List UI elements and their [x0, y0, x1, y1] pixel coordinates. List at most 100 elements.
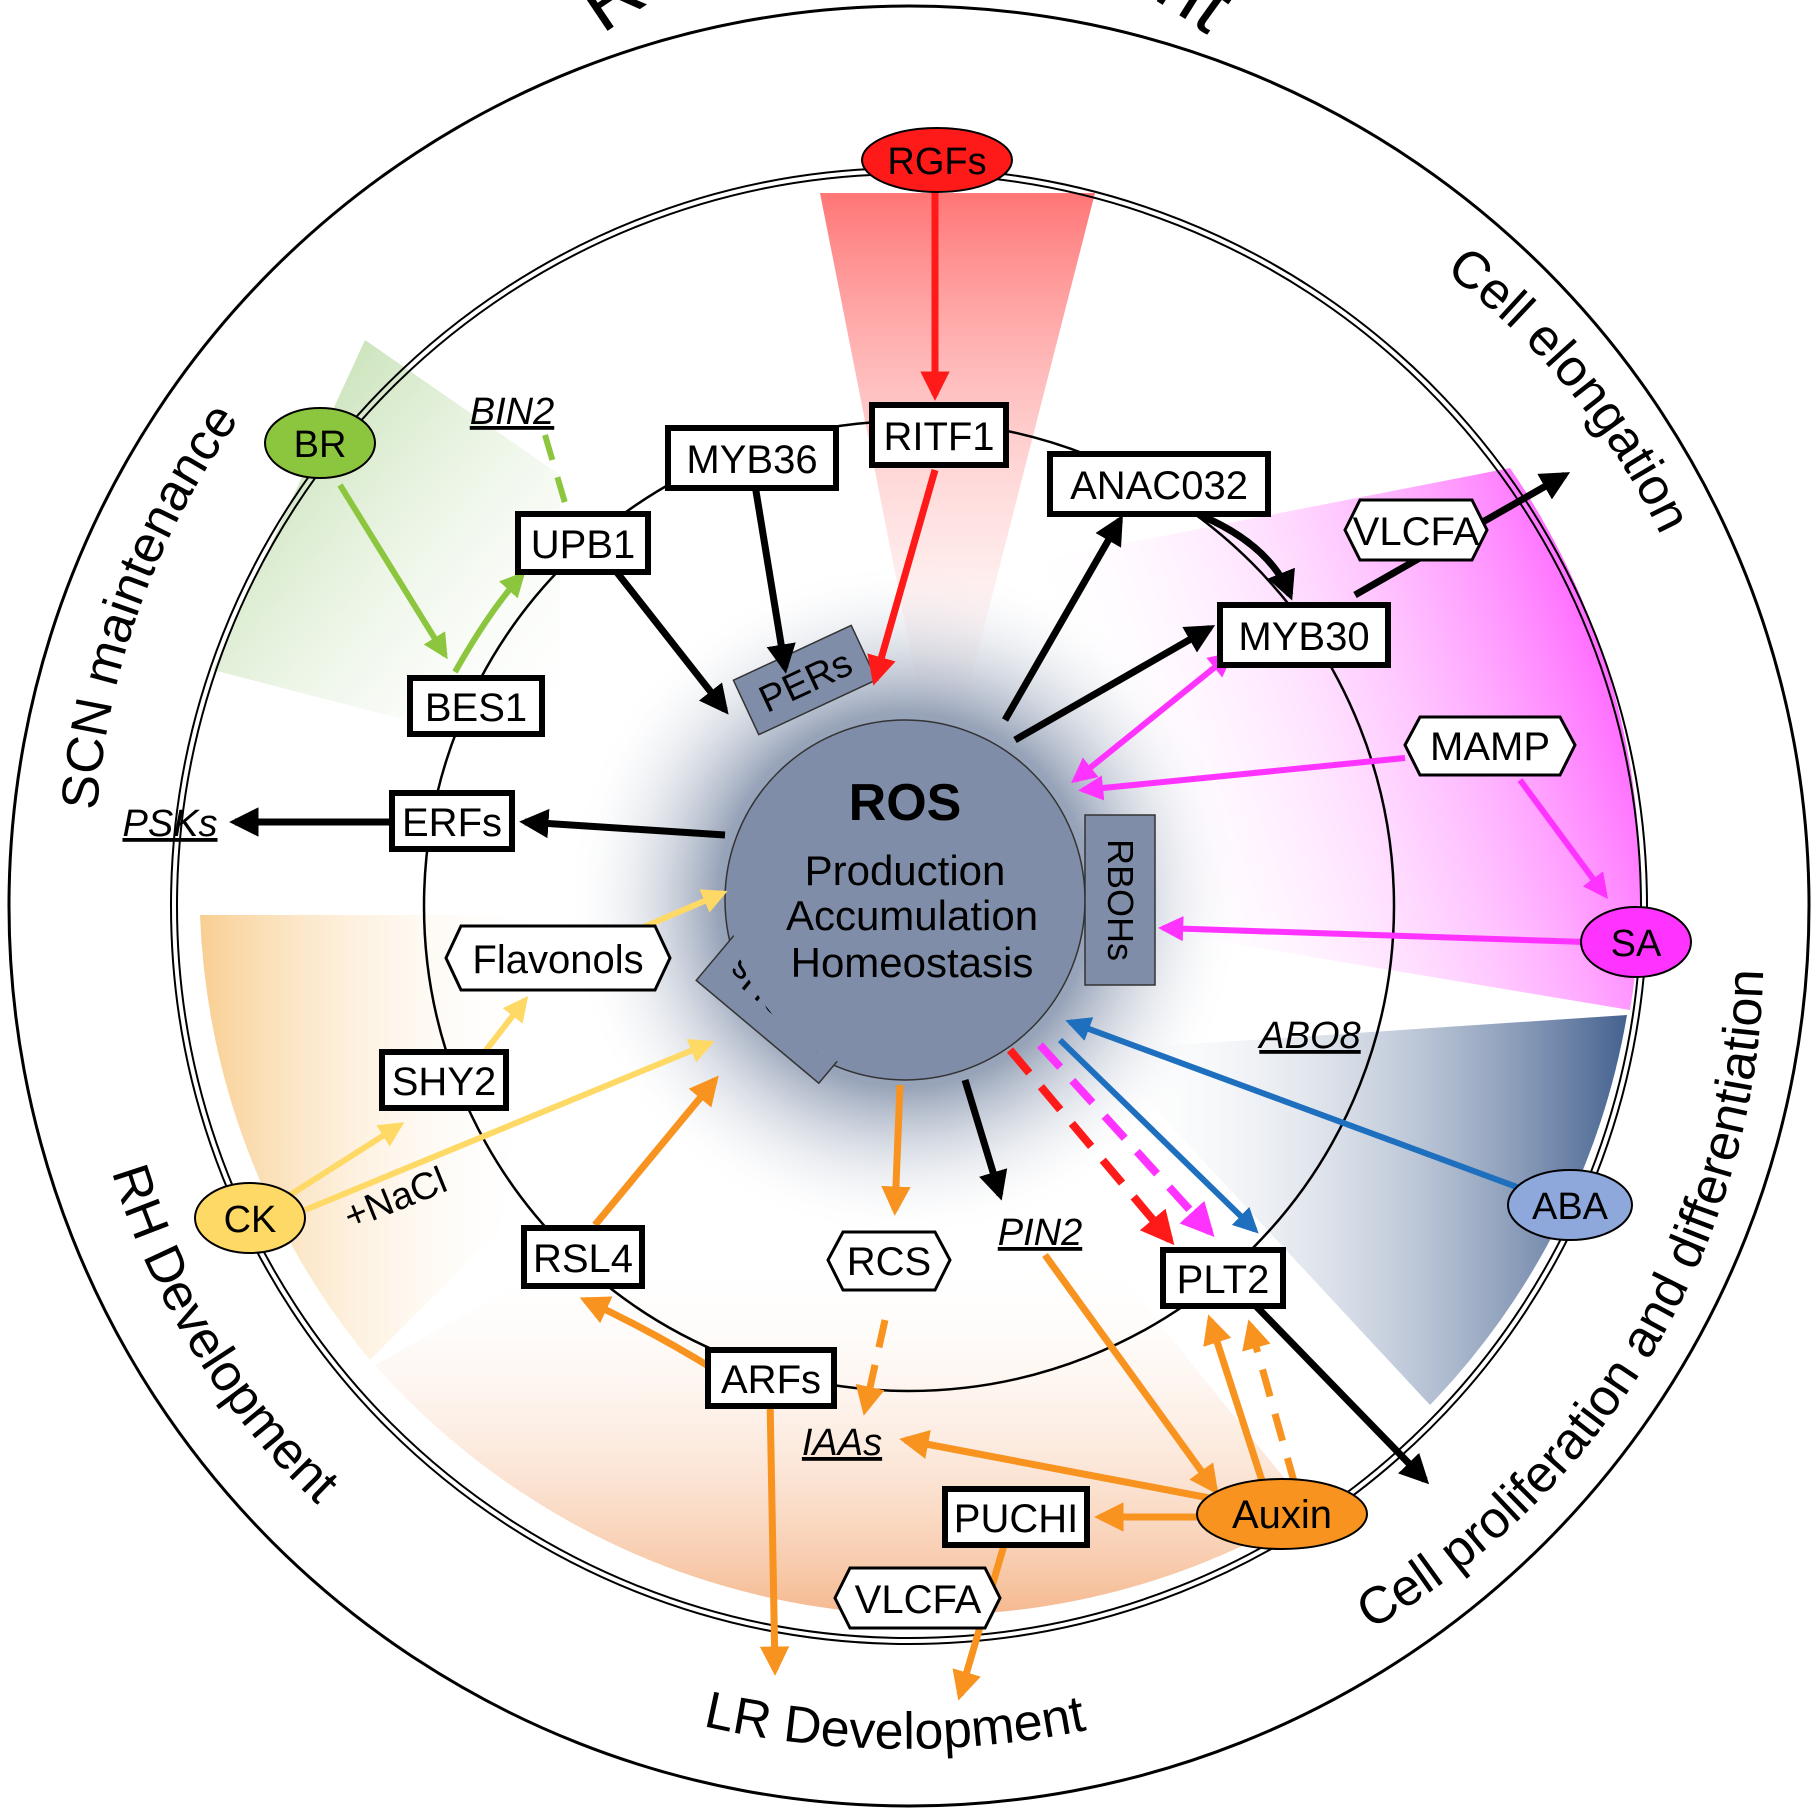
arrow-auxin-iaas — [899, 1429, 1221, 1504]
arrow-ros-plt2-red — [1006, 1047, 1175, 1246]
hormone-ck: CK — [194, 1182, 306, 1254]
node-myb36: MYB36 — [665, 425, 839, 491]
arrow-plt2-proliferation — [1252, 1302, 1430, 1485]
node-bes1: BES1 — [407, 675, 545, 737]
node-anac032: ANAC032 — [1047, 451, 1271, 517]
svg-text:ARFs: ARFs — [721, 1358, 821, 1402]
arrow-upb1-pers — [612, 567, 729, 715]
label-lr-development: LR Development — [700, 1681, 1090, 1761]
gene-pin2: PIN2 — [998, 1212, 1082, 1254]
node-rcs: RCS — [826, 1230, 952, 1292]
link-rcs-iaas — [855, 1319, 889, 1416]
svg-text:CK: CK — [224, 1199, 277, 1241]
svg-text:MAMP: MAMP — [1430, 725, 1550, 769]
arrow-ritf1-pers — [867, 469, 939, 686]
node-plt2: PLT2 — [1160, 1247, 1286, 1309]
ros-title: ROS — [849, 774, 962, 832]
arrow-mamp-sa — [1517, 778, 1608, 900]
svg-text:RCS: RCS — [847, 1240, 931, 1284]
arrow-sa-rbohs — [1157, 916, 1586, 945]
gene-labels: BIN2 PSKs ABO8 PIN2 IAAs — [122, 391, 1360, 1464]
node-upb1: UPB1 — [515, 511, 651, 575]
ros-line-accumulation: Accumulation — [786, 892, 1038, 939]
arrow-arfs-lr — [759, 1397, 790, 1676]
arrow-anac032-myb30 — [1198, 511, 1295, 601]
label-scn-maintenance: SCN maintenance — [51, 393, 249, 812]
rbohs-right-tab: RBOHs — [1084, 814, 1156, 986]
sector-green — [213, 340, 560, 760]
arrow-auxin-plt2-a — [1203, 1314, 1269, 1492]
svg-text:VLCFA: VLCFA — [1353, 510, 1480, 554]
svg-text:PLT2: PLT2 — [1177, 1258, 1270, 1302]
arrow-ros-erfs — [519, 808, 726, 839]
link-bin2-upb1 — [542, 434, 573, 521]
arrow-ros-pin2 — [961, 1078, 1008, 1201]
hex-nodes: VLCFA MAMP Flavonols RCS VLCFA — [444, 498, 1577, 1630]
gene-bin2: BIN2 — [470, 391, 554, 433]
arrow-rsl4-rbohs — [592, 1075, 719, 1228]
arrow-ck-shy2 — [288, 1122, 405, 1198]
arrow-pin2-auxin — [1042, 1252, 1219, 1495]
arrow-br-bes1 — [337, 483, 448, 660]
arrow-shy2-flavonols — [477, 996, 529, 1060]
ros-line-production: Production — [805, 847, 1006, 894]
hormone-aba: ABA — [1507, 1169, 1633, 1241]
arrow-myb30-ros-magenta — [1071, 651, 1234, 784]
hormone-sa: SA — [1580, 906, 1692, 978]
svg-text:BR: BR — [294, 424, 347, 466]
svg-text:BES1: BES1 — [425, 686, 527, 730]
arrow-bes1-upb1 — [452, 571, 526, 674]
arrow-ros-rcs — [881, 1084, 911, 1216]
arrow-ck-rbohs-nacl — [303, 1039, 715, 1213]
node-flavonols: Flavonols — [444, 924, 672, 992]
svg-text:MYB30: MYB30 — [1238, 615, 1369, 659]
sector-yellow — [200, 915, 540, 1360]
svg-text:SHY2: SHY2 — [392, 1060, 497, 1104]
node-myb30: MYB30 — [1217, 602, 1391, 668]
node-shy2: SHY2 — [379, 1049, 509, 1111]
arrow-mamp-ros — [1077, 755, 1406, 801]
gene-psks: PSKs — [122, 803, 217, 845]
hormone-rgfs: RGFs — [861, 127, 1013, 193]
box-nodes: RITF1 MYB36 ANAC032 MYB30 UPB1 BES1 ERFs — [379, 402, 1391, 1548]
svg-text:RSL4: RSL4 — [533, 1237, 633, 1281]
sector-red — [820, 193, 1095, 800]
svg-text:MYB36: MYB36 — [686, 438, 817, 482]
svg-text:ERFs: ERFs — [402, 801, 502, 845]
node-vlcfa-top: VLCFA — [1343, 498, 1489, 562]
svg-text:PUCHI: PUCHI — [954, 1497, 1078, 1541]
svg-text:UPB1: UPB1 — [531, 523, 636, 567]
svg-text:RITF1: RITF1 — [883, 415, 994, 459]
svg-text:ABA: ABA — [1532, 1186, 1609, 1228]
arrow-auxin-plt2-b — [1242, 1319, 1299, 1486]
svg-text:VLCFA: VLCFA — [855, 1578, 982, 1622]
outer-ring — [7, 4, 1811, 1808]
node-mamp: MAMP — [1403, 715, 1577, 777]
hormones: RGFs BR SA ABA CK Auxin — [194, 127, 1692, 1550]
rbohs-right-label: RBOHs — [1100, 839, 1141, 961]
colored-sectors — [200, 193, 1641, 1616]
hormone-auxin: Auxin — [1196, 1478, 1368, 1550]
gene-abo8: ABO8 — [1257, 1015, 1360, 1057]
svg-text:RGFs: RGFs — [887, 141, 986, 183]
arrow-ros-plt2-blue — [1057, 1037, 1259, 1234]
node-arfs: ARFs — [705, 1347, 837, 1409]
svg-text:SA: SA — [1611, 923, 1662, 965]
sector-blue — [1100, 1015, 1627, 1405]
arrow-aba-ros — [1065, 1017, 1527, 1193]
arrow-myb36-pers — [751, 484, 796, 674]
hormone-br: BR — [264, 407, 376, 479]
node-rsl4: RSL4 — [521, 1225, 645, 1289]
node-erfs: ERFs — [389, 790, 515, 852]
svg-text:ANAC032: ANAC032 — [1070, 464, 1248, 508]
arrows — [229, 185, 1608, 1701]
node-puchi: PUCHI — [942, 1486, 1090, 1548]
arrow-ros-plt2-magenta — [1037, 1042, 1215, 1237]
svg-text:Auxin: Auxin — [1232, 1493, 1332, 1537]
node-vlcfa-bottom: VLCFA — [833, 1566, 1002, 1630]
svg-text:Flavonols: Flavonols — [472, 938, 643, 982]
ros-line-homeostasis: Homeostasis — [791, 939, 1034, 986]
node-ritf1: RITF1 — [869, 402, 1009, 468]
arrow-ros-anac032 — [1001, 514, 1124, 722]
